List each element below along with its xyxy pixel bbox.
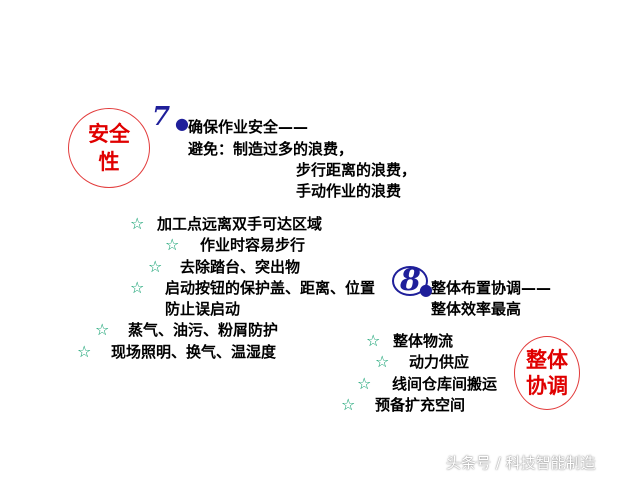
star-icon: ☆ bbox=[165, 235, 180, 254]
item8-number: 8 bbox=[400, 263, 421, 298]
item8-title: 整体布置协调—— bbox=[431, 279, 552, 297]
coordination-point-2: 动力供应 bbox=[409, 353, 470, 371]
star-icon: ☆ bbox=[130, 278, 145, 297]
star-icon: ☆ bbox=[95, 320, 110, 339]
safety-point-6: 蒸气、油污、粉屑防护 bbox=[128, 321, 279, 339]
coordination-point-3: 线间仓库间搬运 bbox=[392, 375, 498, 393]
item7-avoid-line2: 步行距离的浪费， bbox=[296, 161, 417, 179]
item7-title: 确保作业安全—— bbox=[188, 118, 309, 136]
safety-point-5: 防止误启动 bbox=[165, 300, 241, 318]
star-icon: ☆ bbox=[130, 214, 145, 233]
watermark-text: 头条号 / 科技智能制造 bbox=[446, 454, 596, 472]
safety-circle-line1: 安全 bbox=[88, 122, 130, 146]
star-icon: ☆ bbox=[77, 342, 92, 361]
coordination-circle-line1: 整体 bbox=[526, 348, 568, 372]
star-icon: ☆ bbox=[341, 395, 356, 414]
safety-point-3: 去除踏台、突出物 bbox=[180, 258, 301, 276]
item8-dot: ● bbox=[419, 280, 433, 299]
item8-ring bbox=[392, 266, 428, 296]
coordination-circle-line2: 协调 bbox=[526, 374, 568, 398]
star-icon: ☆ bbox=[148, 257, 163, 276]
item7-number: 7 bbox=[152, 102, 171, 132]
item7-dot: ● bbox=[175, 114, 189, 133]
safety-point-1: 加工点远离双手可达区域 bbox=[157, 215, 323, 233]
coordination-circle: 整体 协调 bbox=[514, 336, 580, 410]
safety-circle-line2: 性 bbox=[98, 150, 120, 174]
item8-subtitle: 整体效率最高 bbox=[431, 300, 522, 318]
safety-point-7: 现场照明、换气、温湿度 bbox=[111, 343, 277, 361]
star-icon: ☆ bbox=[366, 331, 381, 350]
coordination-point-4: 预备扩充空间 bbox=[375, 396, 466, 414]
item7-avoid-label: 避免：制造过多的浪费， bbox=[188, 140, 354, 158]
star-icon: ☆ bbox=[357, 374, 372, 393]
safety-circle: 安全 性 bbox=[68, 108, 150, 188]
coordination-point-1: 整体物流 bbox=[393, 332, 454, 350]
safety-point-4: 启动按钮的保护盖、距离、位置 bbox=[165, 279, 376, 297]
item7-avoid-line3: 手动作业的浪费 bbox=[296, 182, 402, 200]
safety-point-2: 作业时容易步行 bbox=[200, 236, 306, 254]
star-icon: ☆ bbox=[375, 352, 390, 371]
